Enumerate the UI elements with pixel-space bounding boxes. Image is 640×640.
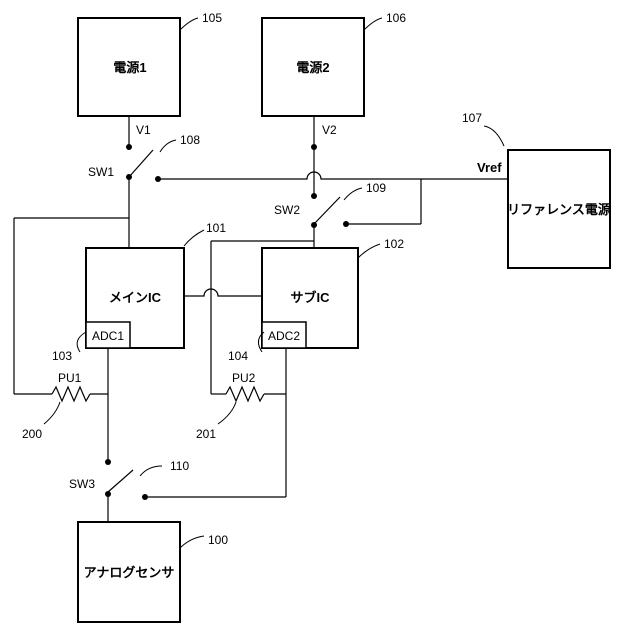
sw3-blade <box>108 470 133 492</box>
pu1-resistor <box>52 387 90 401</box>
v1-label: V1 <box>136 123 151 137</box>
main-ic-label: メインIC <box>109 290 162 305</box>
ref-101-leader <box>184 230 204 246</box>
ref-104: 104 <box>228 349 248 363</box>
pu1-label: PU1 <box>58 371 82 385</box>
ref-201-leader <box>218 402 236 424</box>
vref-wire <box>158 172 508 179</box>
ref-106-leader <box>364 18 382 30</box>
ref-107: 107 <box>462 111 482 125</box>
adc2-label: ADC2 <box>268 329 300 343</box>
v2-node <box>311 144 317 150</box>
adc1-label: ADC1 <box>92 329 124 343</box>
ref-105: 105 <box>202 11 222 25</box>
sw2-contact-node <box>311 193 317 199</box>
ref-108: 108 <box>180 133 200 147</box>
ref-102: 102 <box>384 237 404 251</box>
ref-107-leader <box>484 126 504 146</box>
analog-sensor-label: アナログセンサ <box>84 565 175 580</box>
power2-label: 電源2 <box>296 60 329 75</box>
ref-110-leader <box>140 466 162 476</box>
ref-101: 101 <box>206 221 226 235</box>
ref-201: 201 <box>196 427 216 441</box>
ref-102-leader <box>358 244 380 258</box>
sw3-label: SW3 <box>69 477 95 491</box>
ref-106: 106 <box>386 11 406 25</box>
sw1-label: SW1 <box>88 165 114 179</box>
sw3-adc2-contact <box>142 494 148 500</box>
ref-100: 100 <box>208 533 228 547</box>
sw2-label: SW2 <box>274 203 300 217</box>
reference-power-label: リファレンス電源 <box>507 202 611 217</box>
ref-108-leader <box>160 140 176 152</box>
sub-ic-label: サブIC <box>290 290 330 305</box>
sw1-blade <box>129 150 153 177</box>
sw3-top-node <box>105 459 111 465</box>
ref-103-leader <box>77 332 86 352</box>
ref-109-leader <box>344 188 362 200</box>
ref-109: 109 <box>366 181 386 195</box>
power1-label: 電源1 <box>113 60 146 75</box>
ref-105-leader <box>180 18 198 30</box>
pu2-resistor <box>226 387 264 401</box>
ref-103: 103 <box>52 349 72 363</box>
ref-200: 200 <box>22 427 42 441</box>
v1-node <box>126 144 132 150</box>
sw2-blade <box>314 197 340 224</box>
vref-label: Vref <box>477 160 502 175</box>
ref-100-leader <box>180 536 204 548</box>
v2-label: V2 <box>322 123 337 137</box>
ic-link-wire <box>184 289 262 296</box>
ref-200-leader <box>44 402 60 424</box>
pu2-label: PU2 <box>232 371 256 385</box>
ref-110: 110 <box>170 459 189 473</box>
